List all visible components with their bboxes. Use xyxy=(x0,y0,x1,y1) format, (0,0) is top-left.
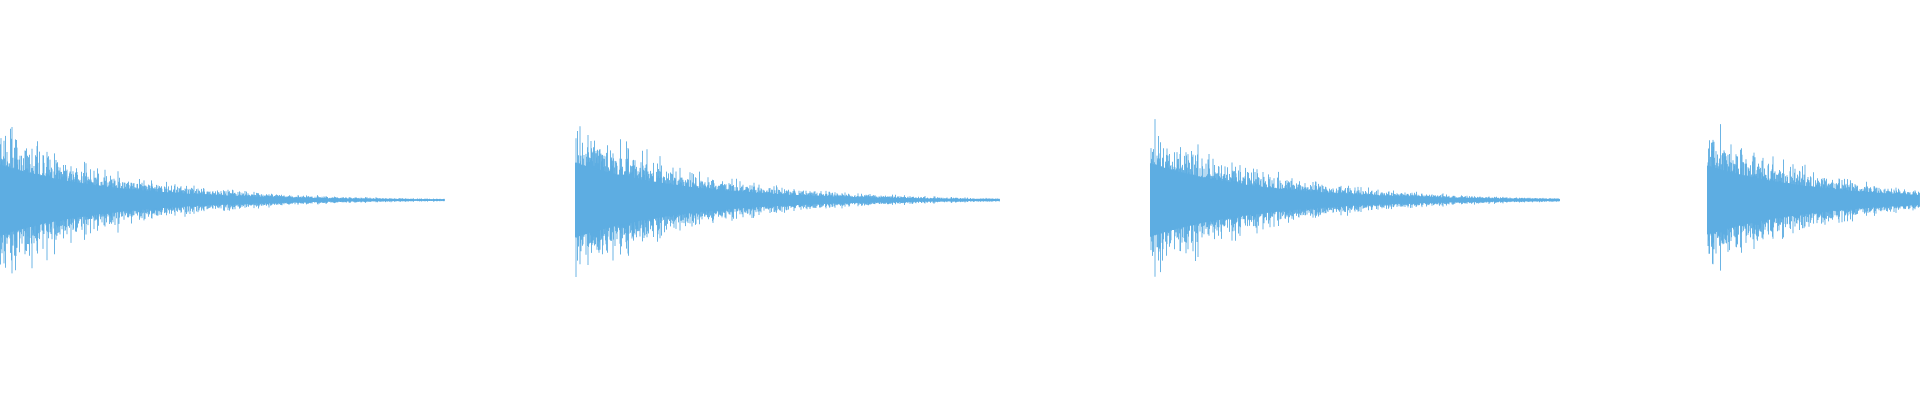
waveform-burst-4-core xyxy=(1707,165,1919,235)
waveform-burst-3 xyxy=(1150,119,1560,277)
waveform-burst-1 xyxy=(0,127,445,274)
waveform-burst-1-core xyxy=(0,164,445,236)
waveform-burst-2 xyxy=(575,126,1000,277)
waveform-burst-2-core xyxy=(575,162,999,238)
waveform-bursts xyxy=(0,119,1920,277)
waveform-burst-3-core xyxy=(1150,163,1560,237)
waveform-burst-4 xyxy=(1707,124,1920,271)
